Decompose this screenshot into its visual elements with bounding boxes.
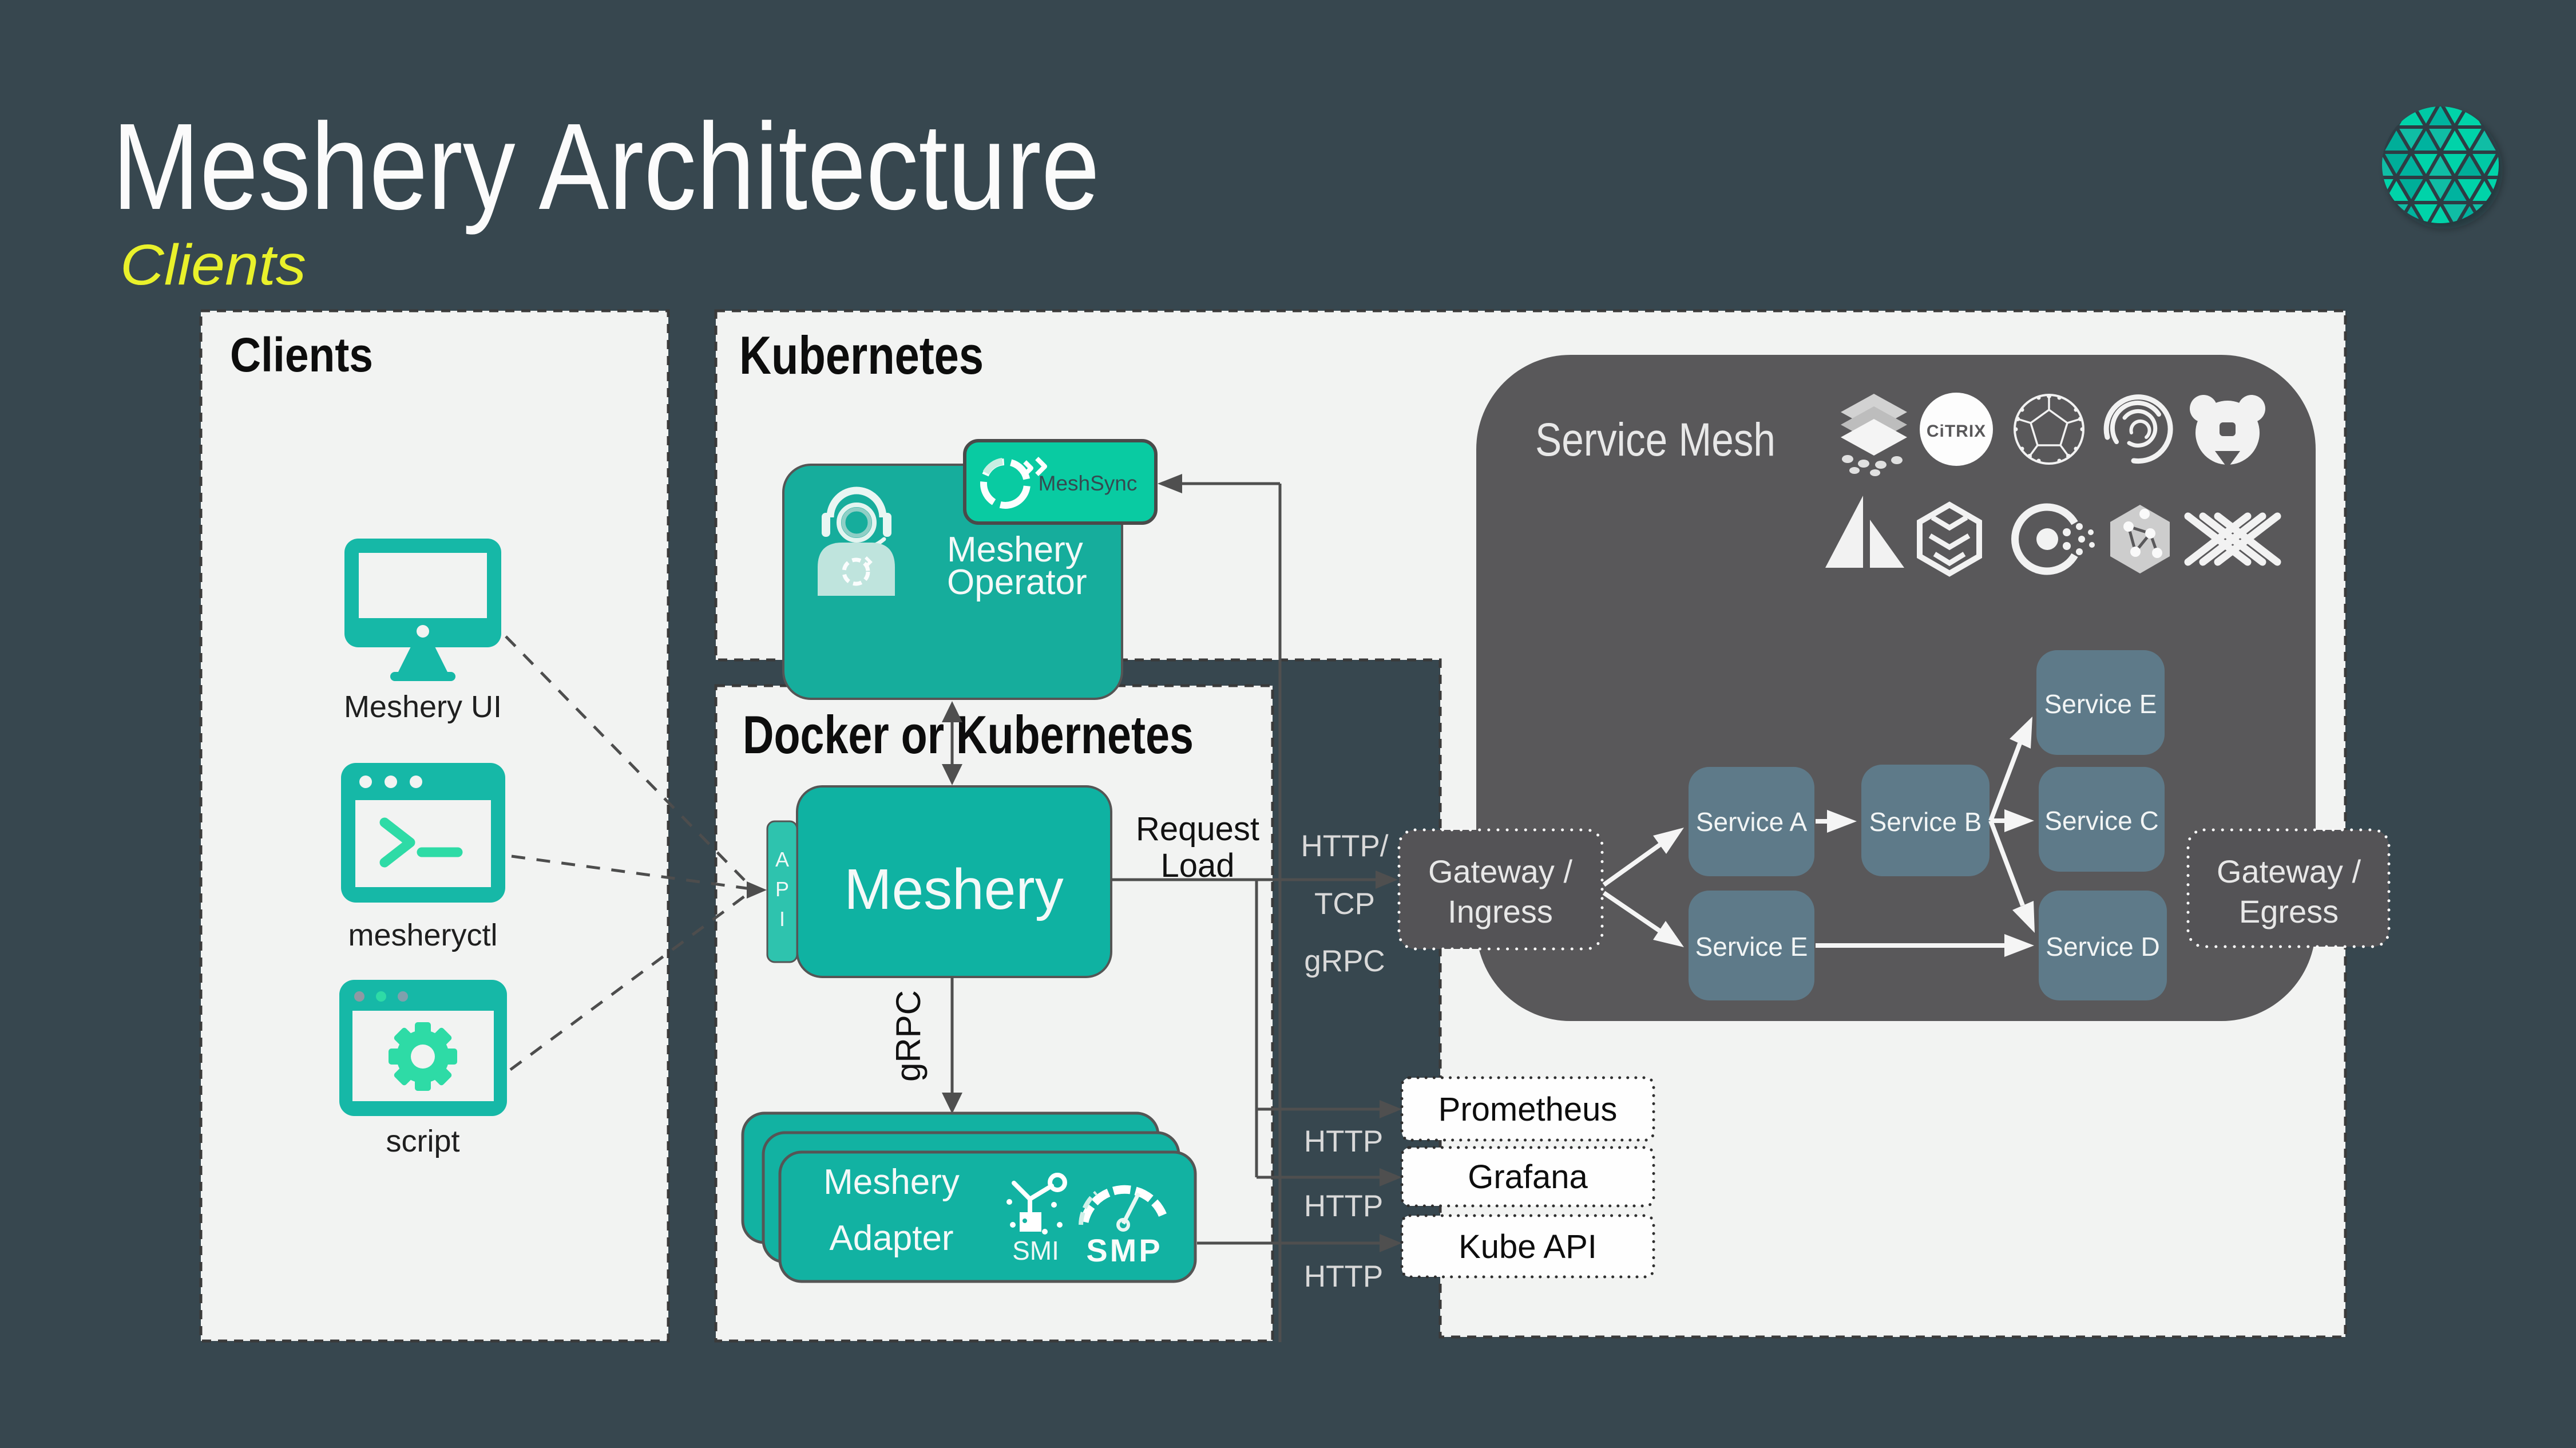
svg-text:MeshSync: MeshSync — [1039, 472, 1138, 495]
svg-text:Kube API: Kube API — [1459, 1228, 1597, 1265]
svg-text:TCP: TCP — [1314, 887, 1375, 921]
svg-text:CiTRIX: CiTRIX — [1927, 422, 1986, 441]
svg-text:Meshery: Meshery — [844, 857, 1063, 921]
svg-text:Egress: Egress — [2239, 893, 2339, 929]
svg-text:Prometheus: Prometheus — [1438, 1091, 1618, 1128]
svg-text:Meshery Architecture: Meshery Architecture — [112, 97, 1100, 235]
svg-text:I: I — [779, 907, 785, 931]
svg-text:gRPC: gRPC — [1304, 944, 1385, 978]
svg-text:Gateway /: Gateway / — [2217, 853, 2361, 889]
svg-text:Service A: Service A — [1696, 807, 1808, 837]
svg-text:SMP: SMP — [1086, 1232, 1162, 1268]
svg-text:Docker or Kubernetes: Docker or Kubernetes — [743, 705, 1194, 765]
svg-text:Service E: Service E — [1695, 932, 1808, 962]
svg-text:Clients: Clients — [230, 328, 373, 382]
svg-text:Kubernetes: Kubernetes — [739, 325, 984, 385]
svg-text:Service E: Service E — [2044, 689, 2157, 719]
svg-text:Adapter: Adapter — [829, 1218, 953, 1258]
svg-text:Clients: Clients — [120, 233, 306, 297]
svg-text:Service Mesh: Service Mesh — [1535, 414, 1776, 466]
svg-text:HTTP/: HTTP/ — [1301, 829, 1388, 863]
svg-text:Meshery UI: Meshery UI — [344, 690, 502, 724]
svg-text:Request: Request — [1136, 810, 1259, 848]
svg-text:P: P — [775, 877, 789, 901]
svg-text:Operator: Operator — [947, 563, 1087, 602]
svg-text:Gateway /: Gateway / — [1428, 853, 1573, 889]
svg-text:Service B: Service B — [1869, 807, 1982, 837]
svg-text:SMI: SMI — [1012, 1236, 1059, 1265]
svg-text:script: script — [386, 1124, 459, 1158]
svg-text:Ingress: Ingress — [1448, 893, 1553, 929]
svg-text:mesheryctl: mesheryctl — [348, 918, 497, 952]
svg-text:Meshery: Meshery — [947, 530, 1083, 569]
svg-text:HTTP: HTTP — [1304, 1189, 1383, 1223]
svg-text:Meshery: Meshery — [823, 1162, 960, 1202]
svg-text:HTTP: HTTP — [1304, 1260, 1383, 1293]
svg-text:HTTP: HTTP — [1304, 1125, 1383, 1158]
svg-text:A: A — [775, 848, 789, 871]
svg-text:Load: Load — [1160, 847, 1234, 884]
svg-text:Service D: Service D — [2046, 932, 2159, 962]
svg-text:Service C: Service C — [2044, 806, 2158, 836]
svg-text:gRPC: gRPC — [889, 990, 928, 1082]
svg-text:Grafana: Grafana — [1468, 1158, 1588, 1196]
